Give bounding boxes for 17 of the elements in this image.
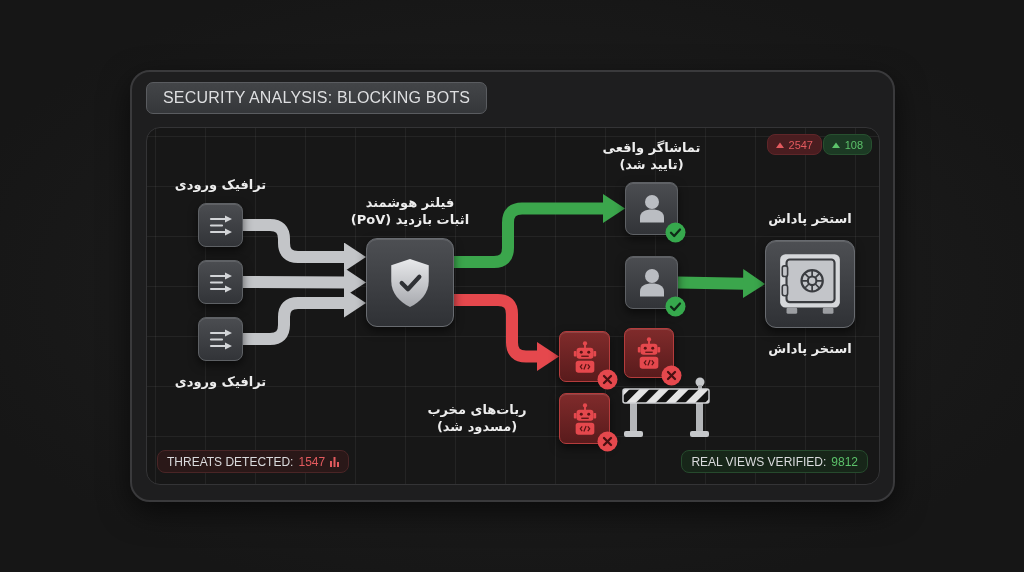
stat-value: 1547 — [298, 454, 326, 469]
arrow — [677, 269, 766, 299]
title-bar: SECURITY ANALYSIS: BLOCKING BOTS — [146, 82, 488, 114]
arrow — [454, 194, 625, 268]
stat-label: REAL VIEWS VERIFIED: — [691, 454, 827, 469]
stat-value: 2547 — [788, 138, 813, 151]
stat-label: THREATS DETECTED: — [167, 454, 294, 469]
node-heading: فیلتر هوشمند اثبات بازدید (PoV) — [349, 193, 471, 229]
stat-value: 108 — [844, 138, 863, 151]
arrow — [454, 294, 559, 371]
node-heading: استخر پاداش — [768, 210, 852, 228]
node-caption: استخر پاداش — [768, 340, 852, 358]
node-heading: ترافیک ورودی — [174, 176, 267, 194]
node-heading: ترافیک ورودی — [174, 373, 267, 391]
node-heading: تماشاگر واقعی (تایید شد) — [601, 138, 702, 174]
node-caption: ربات‌های مخرب (مسدود شد) — [426, 400, 528, 437]
stat-value: 9812 — [831, 454, 858, 469]
